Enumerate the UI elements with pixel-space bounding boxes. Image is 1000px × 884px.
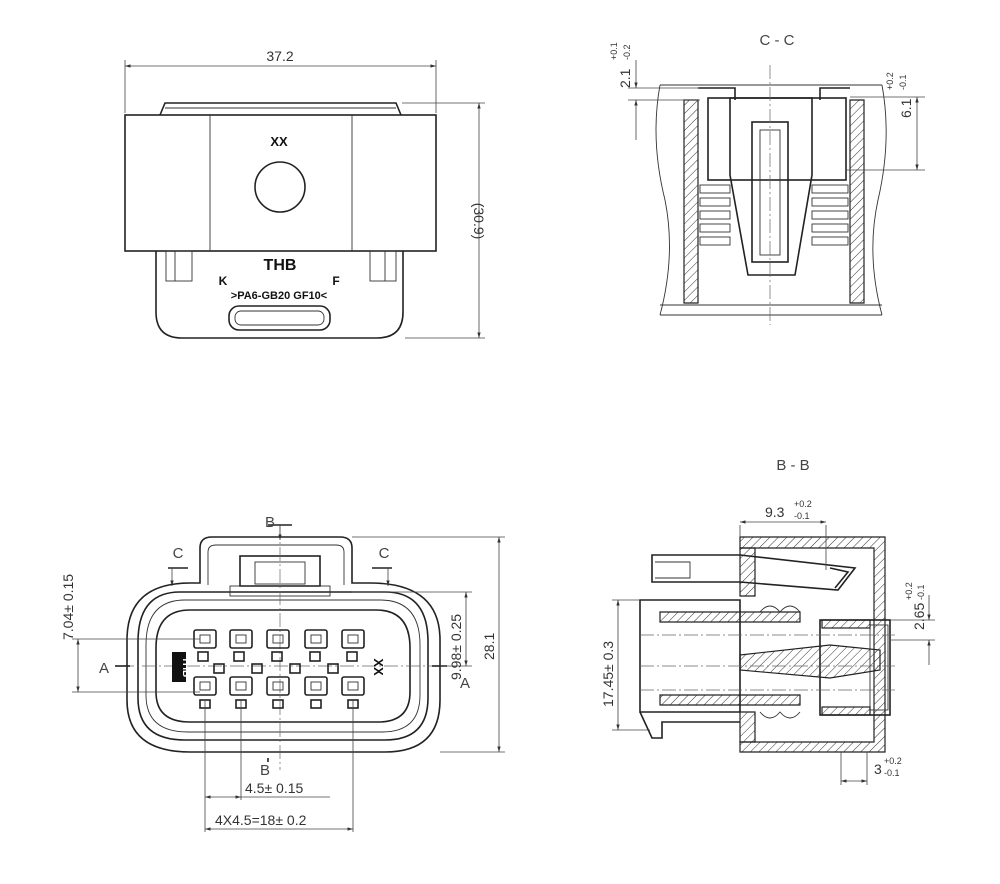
section-cc-right-wall <box>849 99 865 304</box>
top-view-material: >PA6-GB20 GF10< <box>231 290 327 302</box>
section-cc-left-wall <box>683 99 699 304</box>
section-bb-dim-bottom-tol-hi: +0.2 <box>884 756 902 766</box>
top-view-brand: THB <box>264 257 297 274</box>
top-view-label-k: K <box>219 274 228 288</box>
front-view-dim-pitch: 4.5± 0.15 <box>245 780 303 796</box>
top-view-lip <box>159 102 402 116</box>
section-bb-title: B - B <box>776 457 809 474</box>
section-bb: B - B 9.3 +0.2 -0.1 <box>600 457 935 785</box>
section-bb-dim-bottom: 3 <box>874 761 882 777</box>
section-cc-dim-a: 2.1 <box>617 68 633 88</box>
top-view-body <box>124 114 437 252</box>
section-bb-dim-right: 2.65 <box>911 603 927 630</box>
top-view-latch-housing <box>155 251 404 339</box>
front-view-section-a-right: A <box>460 675 470 692</box>
section-bb-dim-top-tol-lo: -0.1 <box>794 511 810 521</box>
section-bb-dim-right-tol-hi: +0.2 <box>904 582 914 600</box>
front-view-section-c-left: C <box>173 545 184 562</box>
section-cc: C - C <box>609 32 925 325</box>
section-bb-latch-arm <box>651 554 857 591</box>
section-cc-dim-b-tol-hi: +0.2 <box>885 72 895 90</box>
top-view-height-dim: (30.9) <box>471 203 487 240</box>
front-view-brand-plate <box>172 652 186 682</box>
front-view-cavities-row-2 <box>193 676 365 696</box>
section-bb-terminal <box>739 644 881 679</box>
section-bb-dim-right-tol-lo: -0.1 <box>916 584 926 600</box>
top-view-hole <box>254 161 306 213</box>
front-view-cavities-row-1 <box>193 629 365 649</box>
section-cc-dim-a-tol-lo: -0.2 <box>622 44 632 60</box>
top-view-width-dim: 37.2 <box>266 48 293 64</box>
front-view-dim-mid: 9.98± 0.25 <box>448 614 464 680</box>
section-bb-dim-height: 17.45± 0.3 <box>600 641 616 707</box>
section-cc-dim-a-tol-hi: +0.1 <box>609 42 619 60</box>
section-cc-dim-b-tol-lo: -0.1 <box>898 74 908 90</box>
top-view: XX THB K F >PA6-GB20 GF10< 37.2 (30.9) <box>124 48 487 339</box>
front-view-brand: THB <box>180 657 191 678</box>
front-view-dim-span: 4X4.5=18± 0.2 <box>215 812 307 828</box>
front-view-section-a-left: A <box>99 660 109 677</box>
section-cc-title: C - C <box>760 32 795 49</box>
front-view-dim-height: 28.1 <box>481 633 497 660</box>
front-view-xx-mark: XX <box>371 658 386 676</box>
front-view-inner-face <box>155 609 411 723</box>
section-cc-dim-b: 6.1 <box>898 98 914 118</box>
section-cc-latch <box>729 97 813 276</box>
front-view: THB XX B B C C A A 7.04± 0.15 9.98± 0.25… <box>60 514 505 832</box>
top-view-xx-mark: XX <box>270 134 288 149</box>
front-view-section-b-bottom: B <box>260 762 270 779</box>
section-bb-housing-wall <box>739 536 886 753</box>
top-view-label-f: F <box>332 274 339 288</box>
section-bb-dim-bottom-tol-lo: -0.1 <box>884 768 900 778</box>
section-bb-dim-top: 9.3 <box>765 504 785 520</box>
front-view-section-c-right: C <box>379 545 390 562</box>
front-view-dim-left: 7.04± 0.15 <box>60 574 76 640</box>
section-bb-dim-top-tol-hi: +0.2 <box>794 499 812 509</box>
front-view-outer-shell <box>126 536 441 753</box>
front-view-section-b-top: B <box>265 514 275 531</box>
